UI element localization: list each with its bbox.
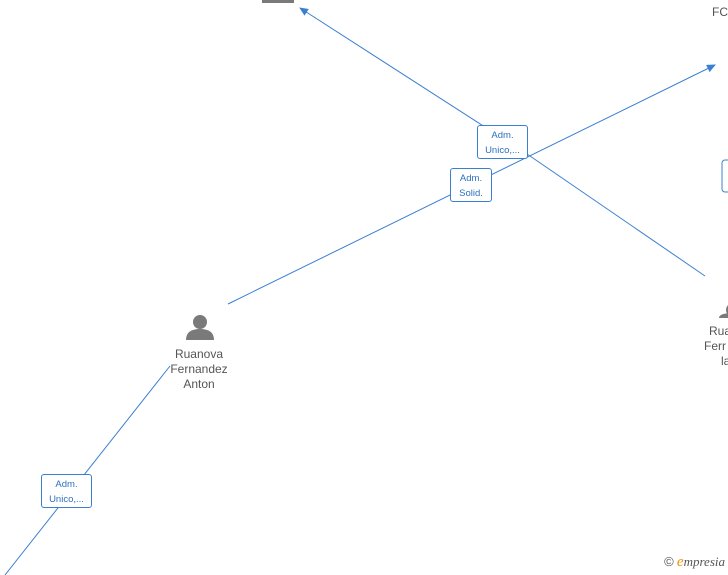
node-label-line: Rua xyxy=(709,324,728,338)
person-icon[interactable] xyxy=(186,315,214,340)
edge-center-to-bottom-left xyxy=(4,365,171,575)
node-label-line: Anton xyxy=(183,377,215,391)
empresia-logo-initial: e xyxy=(676,554,684,570)
node-label-center-person[interactable]: Ruanova Fernandez Anton xyxy=(158,347,240,392)
node-label-right-person[interactable]: Rua Ferr la xyxy=(700,324,728,369)
edge-label-adm-solid[interactable]: Adm. Solid. xyxy=(450,168,492,202)
edge-label-clipped xyxy=(721,159,728,193)
edge-label-line: Adm. xyxy=(459,173,483,184)
node-label-line: FC xyxy=(712,5,728,19)
node-label-line: Ferr xyxy=(704,339,726,353)
node-label-top-right-company[interactable]: FC xyxy=(712,5,728,20)
building-icon[interactable] xyxy=(262,0,294,3)
edge-label-adm-unico-top[interactable]: Adm. Unico,... xyxy=(477,125,528,159)
empresia-logo-text: mpresia xyxy=(683,554,725,569)
edge-label-line: Adm. xyxy=(491,130,514,141)
node-label-line: la xyxy=(721,354,728,368)
node-label-line: Fernandez xyxy=(170,362,228,376)
empresia-watermark[interactable]: © empresia xyxy=(664,554,725,571)
node-label-line: Ruanova xyxy=(174,347,224,361)
edge-label-line: Unico,... xyxy=(485,145,520,156)
edge-label-adm-unico-bottom[interactable]: Adm. Unico,... xyxy=(41,474,92,508)
copyright-symbol: © xyxy=(664,554,674,569)
edge-label-line: Adm. xyxy=(55,479,78,490)
edge-label-line: Unico,... xyxy=(49,494,84,505)
person-icon[interactable] xyxy=(719,303,728,318)
edge-to-right-person xyxy=(529,155,706,277)
edge-label-line: Solid. xyxy=(459,188,483,199)
